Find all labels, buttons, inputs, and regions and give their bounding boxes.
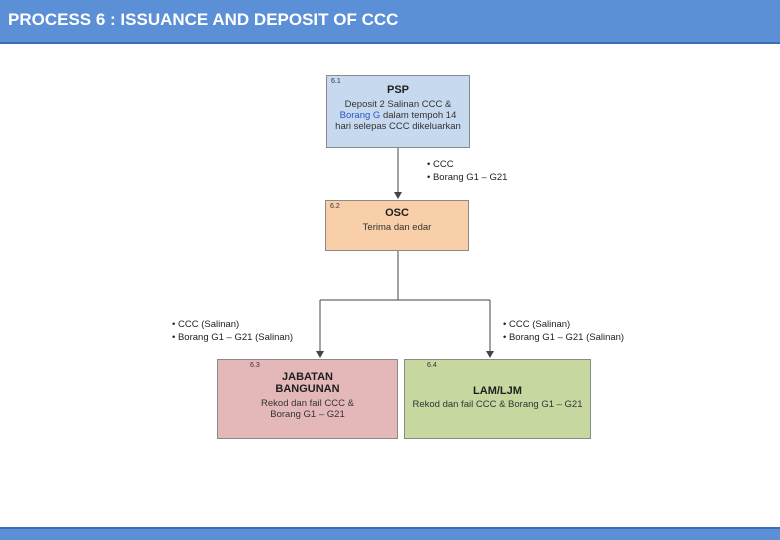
psp-desc-line1: Deposit 2 Salinan CCC &	[344, 99, 452, 110]
lam-desc: Rekod dan fail CCC & Borang G1 – G21	[412, 399, 583, 410]
jabatan-desc-line1: Rekod dan fail CCC &	[261, 398, 354, 409]
psp-desc-line2: Borang G dalam tempoh 14	[327, 110, 469, 121]
psp-desc-line3: hari selepas CCC dikeluarkan	[335, 121, 461, 132]
step-number: 6.3	[250, 362, 260, 369]
step-number: 6.1	[331, 78, 341, 85]
flow-labels-psp-to-osc: CCC Borang G1 – G21	[427, 158, 507, 184]
jabatan-desc-line2: Borang G1 – G21	[270, 409, 345, 420]
psp-heading: PSP	[386, 84, 409, 96]
flow-labels-osc-to-jabatan: CCC (Salinan) Borang G1 – G21 (Salinan)	[172, 318, 293, 344]
page-title: PROCESS 6 : ISSUANCE AND DEPOSIT OF CCC	[8, 10, 399, 29]
flow-item: Borang G1 – G21 (Salinan)	[503, 331, 624, 344]
flow-item: CCC	[427, 158, 507, 171]
step-number: 6.4	[427, 362, 437, 369]
title-bar: PROCESS 6 : ISSUANCE AND DEPOSIT OF CCC	[0, 0, 780, 44]
osc-box: 6.2 OSC Terima dan edar	[325, 200, 469, 251]
jabatan-heading-line1: JABATAN	[282, 371, 333, 383]
bottom-bar	[0, 527, 780, 540]
jabatan-heading-line2: BANGUNAN	[275, 383, 340, 395]
psp-box: 6.1 PSP Deposit 2 Salinan CCC & Borang G…	[326, 75, 470, 148]
osc-heading: OSC	[385, 207, 409, 219]
osc-desc: Terima dan edar	[362, 222, 432, 233]
flow-item: Borang G1 – G21	[427, 171, 507, 184]
jabatan-bangunan-box: 6.3 JABATAN BANGUNAN Rekod dan fail CCC …	[217, 359, 398, 439]
flow-item: CCC (Salinan)	[503, 318, 624, 331]
psp-desc-line2-rest: dalam tempoh 14	[380, 110, 457, 121]
flow-item: Borang G1 – G21 (Salinan)	[172, 331, 293, 344]
step-number: 6.2	[330, 203, 340, 210]
lam-ljm-box: 6.4 LAM/LJM Rekod dan fail CCC & Borang …	[404, 359, 591, 439]
lam-heading: LAM/LJM	[473, 385, 522, 397]
borang-g-highlight: Borang G	[339, 110, 381, 121]
flow-item: CCC (Salinan)	[172, 318, 293, 331]
flow-labels-osc-to-lam: CCC (Salinan) Borang G1 – G21 (Salinan)	[503, 318, 624, 344]
